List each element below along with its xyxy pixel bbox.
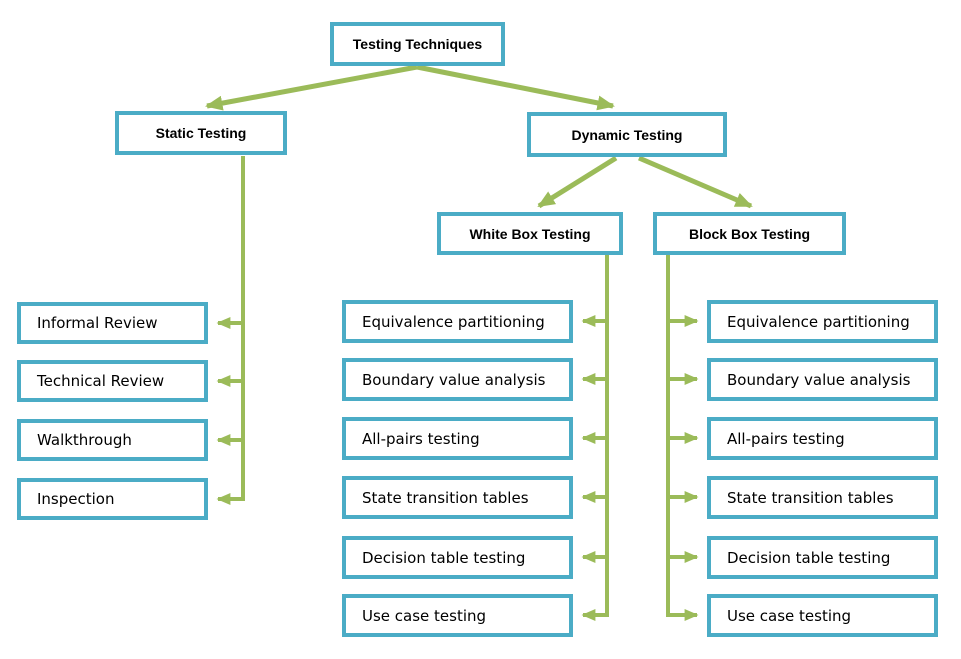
node-whitebox-state-transition-tables: State transition tables — [342, 476, 573, 519]
node-white-box-testing: White Box Testing — [437, 212, 623, 255]
node-static-testing: Static Testing — [115, 111, 287, 155]
node-block-box-testing: Block Box Testing — [653, 212, 846, 255]
node-blackbox-equivalence-partitioning: Equivalence partitioning — [707, 300, 938, 343]
node-blackbox-use-case-testing: Use case testing — [707, 594, 938, 637]
node-whitebox-all-pairs-testing: All-pairs testing — [342, 417, 573, 460]
node-whitebox-use-case-testing: Use case testing — [342, 594, 573, 637]
node-walkthrough: Walkthrough — [17, 419, 208, 461]
node-informal-review: Informal Review — [17, 302, 208, 344]
node-blackbox-boundary-value-analysis: Boundary value analysis — [707, 358, 938, 401]
connector-static-spine — [216, 156, 245, 505]
node-testing-techniques: Testing Techniques — [330, 22, 505, 66]
connector-whitebox-spine — [581, 255, 609, 621]
node-whitebox-boundary-value-analysis: Boundary value analysis — [342, 358, 573, 401]
connector-root-to-dynamic — [416, 64, 615, 111]
node-inspection: Inspection — [17, 478, 208, 520]
node-dynamic-testing: Dynamic Testing — [527, 112, 727, 157]
node-blackbox-state-transition-tables: State transition tables — [707, 476, 938, 519]
connector-blackbox-spine — [666, 255, 699, 621]
connector-root-to-static — [205, 64, 418, 111]
node-blackbox-decision-table-testing: Decision table testing — [707, 536, 938, 579]
node-whitebox-decision-table-testing: Decision table testing — [342, 536, 573, 579]
connector-dynamic-to-blackbox — [638, 155, 753, 209]
node-blackbox-all-pairs-testing: All-pairs testing — [707, 417, 938, 460]
node-whitebox-equivalence-partitioning: Equivalence partitioning — [342, 300, 573, 343]
connector-dynamic-to-whitebox — [537, 155, 618, 209]
node-technical-review: Technical Review — [17, 360, 208, 402]
